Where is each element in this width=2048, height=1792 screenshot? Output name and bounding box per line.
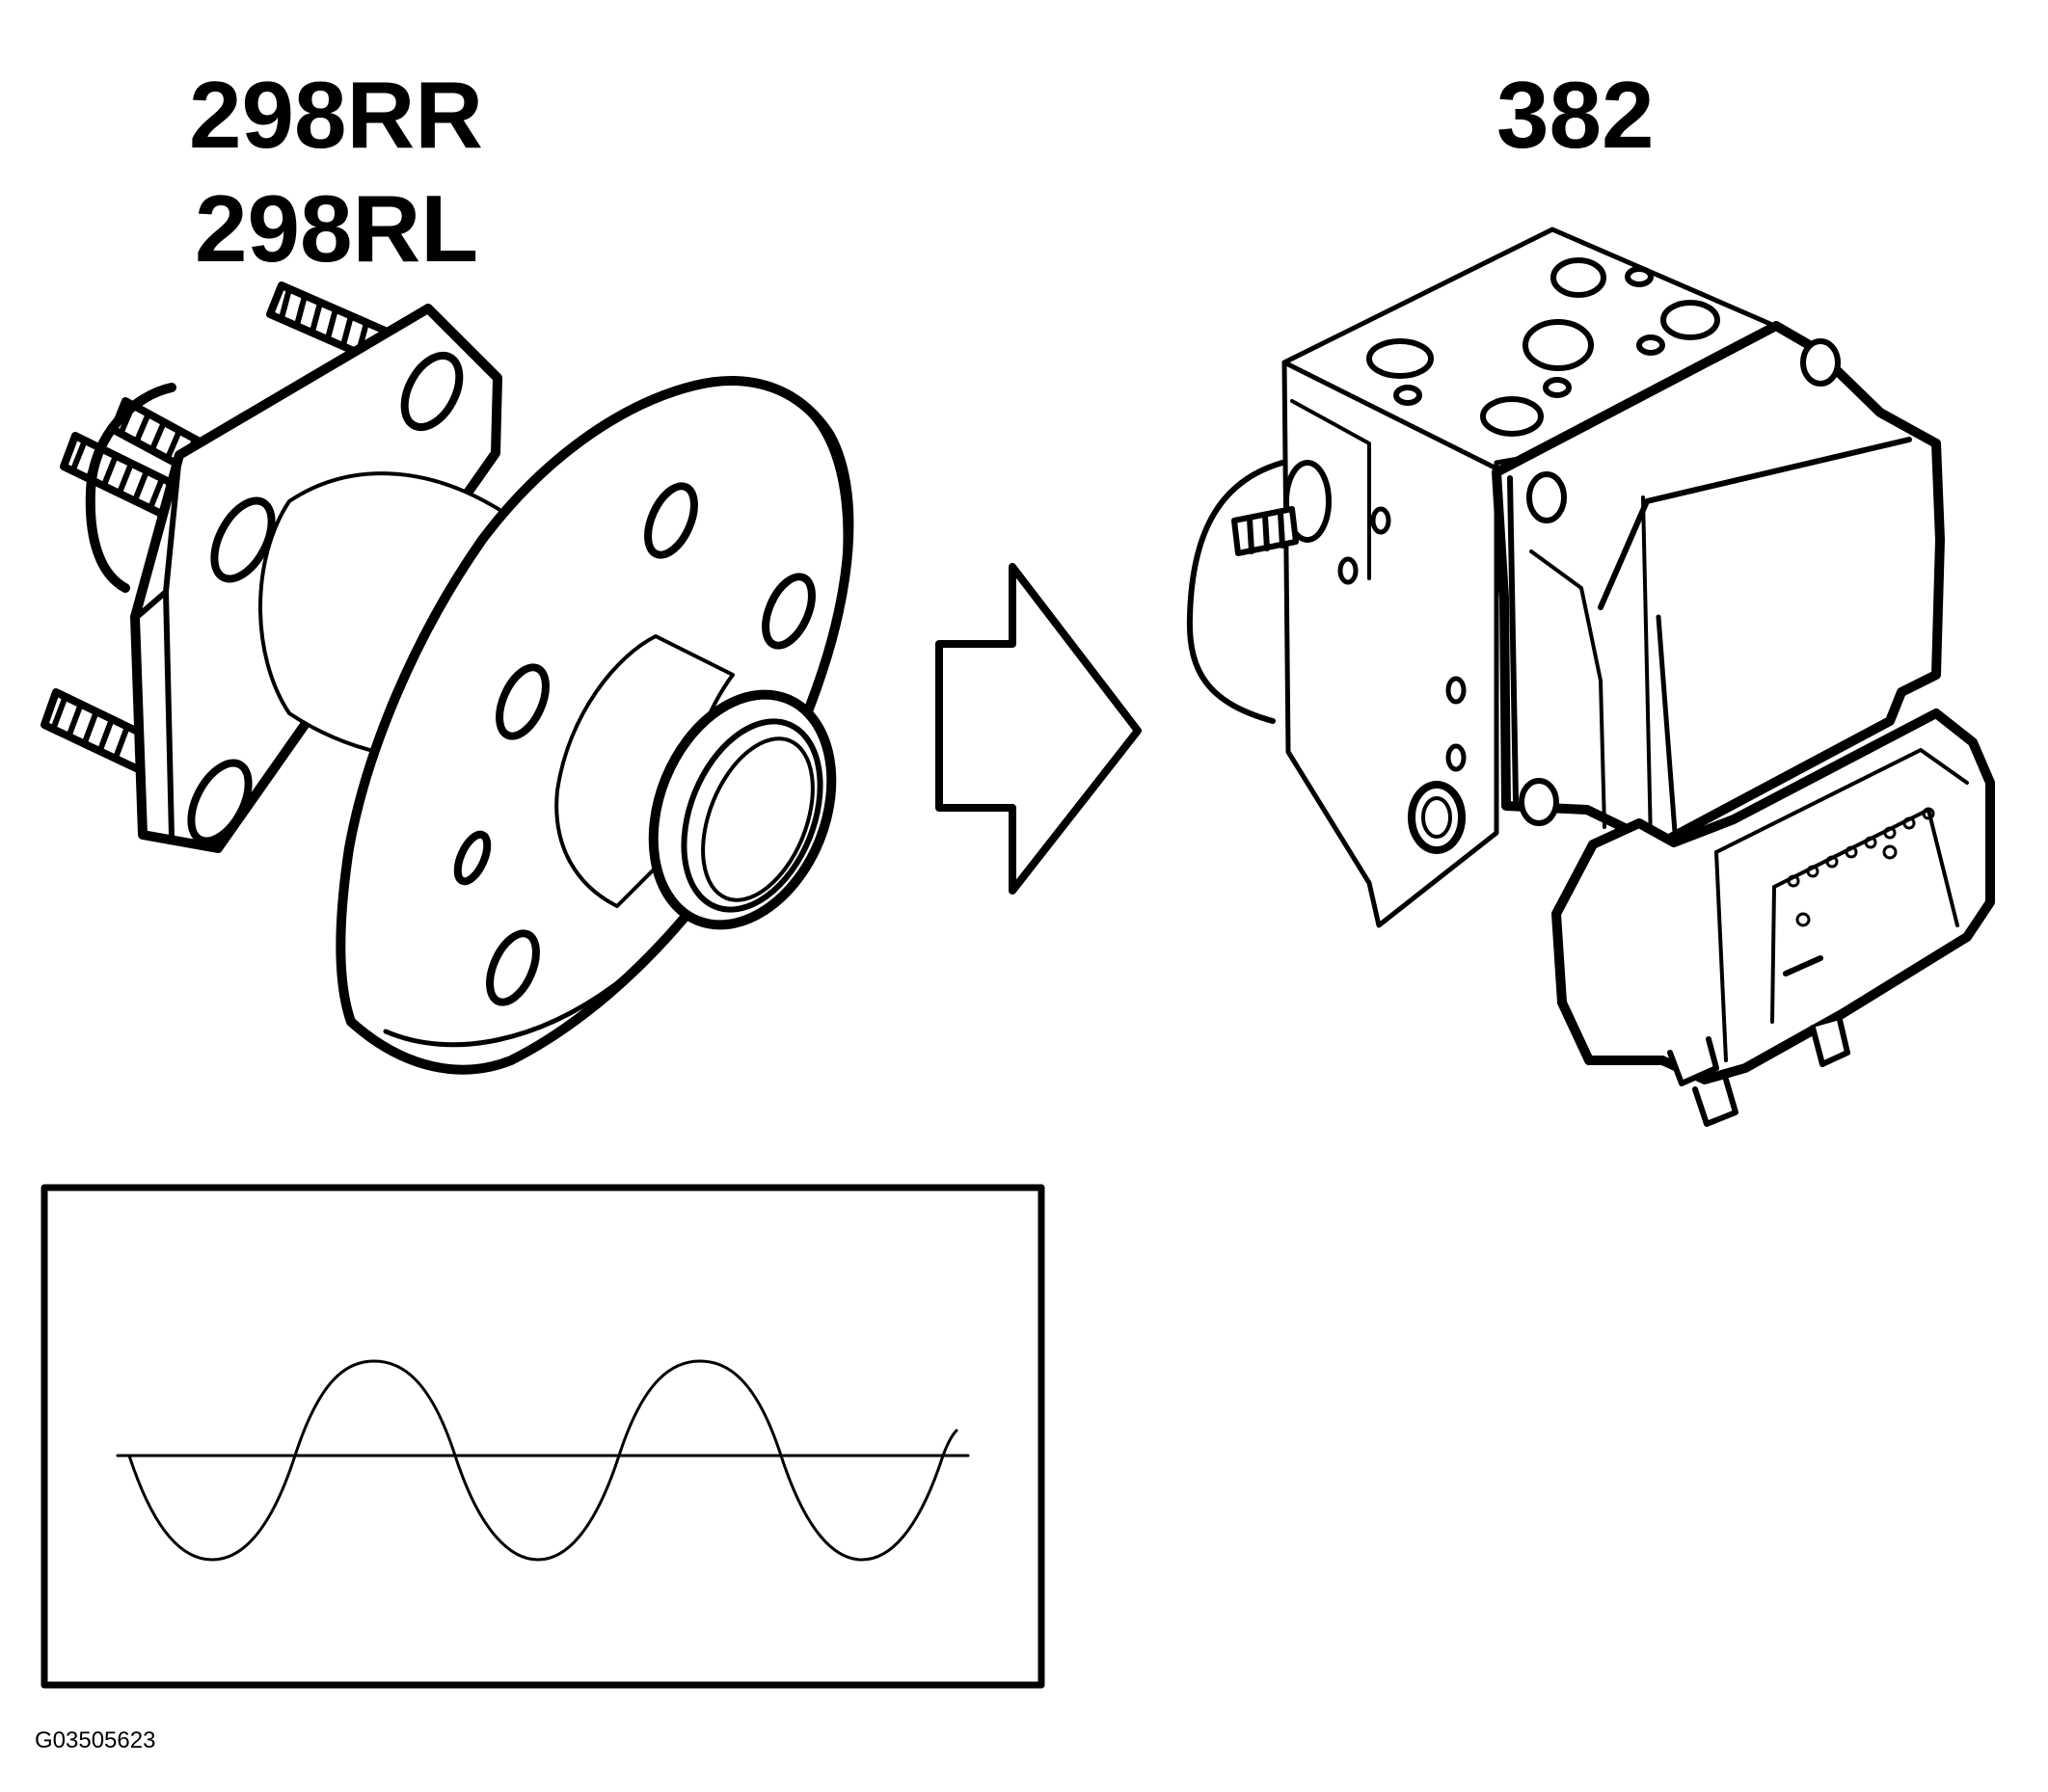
connector-tabs [1667,955,1850,1127]
module-label: 382 [1496,62,1655,168]
wheel-lug-holes [453,482,816,1006]
waveform-frame [40,1184,1045,1689]
abs-module-icon [1186,227,1995,1127]
hub-label-rl: 298RL [195,175,479,281]
ecu-bolts [1519,338,1841,826]
right-arrow-icon [935,563,1142,895]
connector-pins [1787,807,1935,927]
hub-back-cover [85,383,176,593]
motor-housing [1186,460,1285,724]
hub-label-rr: 298RR [189,62,484,168]
side-ports [1337,506,1467,854]
mounting-stud [1231,460,1332,556]
figure-code: G03505623 [35,1727,156,1753]
flange-holes [187,351,464,845]
top-ports [1366,257,1720,437]
hub-bore [648,689,837,930]
waveform-panel [40,1184,1045,1689]
wheel-hub-icon [40,281,854,1075]
sine-wave-icon [127,1359,958,1562]
